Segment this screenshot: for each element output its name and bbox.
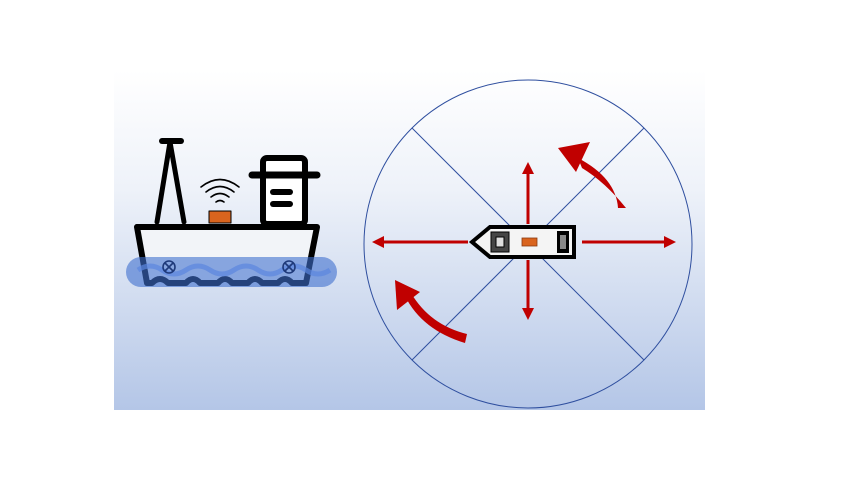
water-band (126, 257, 337, 287)
cargo-box (208, 210, 232, 224)
direction-arrow-icon (372, 162, 676, 320)
rotation-arrow-icon (395, 142, 626, 343)
ship-top-view-icon (468, 225, 576, 259)
propeller-icon (162, 260, 296, 274)
wifi-signal-icon (200, 178, 240, 203)
